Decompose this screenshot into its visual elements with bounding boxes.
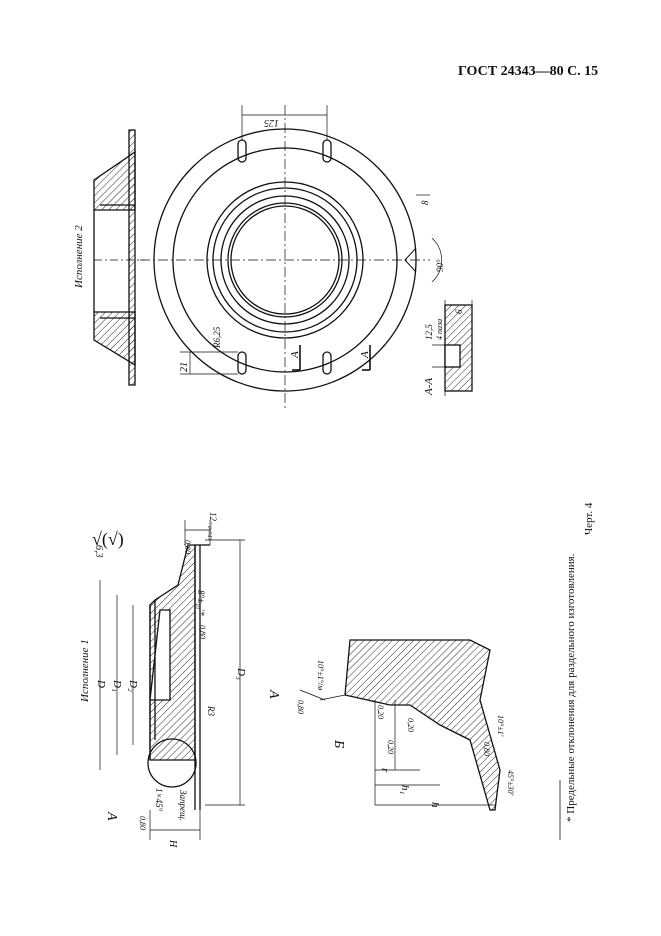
mark-b: Б — [331, 739, 346, 748]
angle-90: 90° — [435, 259, 445, 272]
roughness-080a: 0,80 — [183, 540, 192, 554]
variant1-section — [99, 520, 245, 840]
detail-a — [299, 639, 501, 811]
dim-12: 12₋₀,₀₄₃ — [208, 512, 218, 541]
roughness-080b: 0,80 — [198, 625, 207, 639]
section-a-a-title: A-A — [423, 378, 435, 396]
roughness-080c: 0,80 — [138, 816, 147, 830]
roughness-020c: 0,20 — [386, 740, 395, 754]
roughness-020b: 0,20 — [406, 718, 415, 732]
section-mark-a2: A — [359, 351, 371, 359]
roughness-080d: 0,80 — [296, 700, 305, 714]
angle-45: 45°±30' — [506, 770, 515, 796]
dim-h: h — [429, 802, 441, 808]
dim-21: 21 — [179, 362, 190, 372]
dim-125: 125 — [264, 117, 279, 128]
detail-a-title: A — [266, 689, 281, 699]
dim-h1: h₁ — [399, 785, 411, 795]
dim-8: 8 — [420, 200, 430, 205]
view-a-label: A — [104, 811, 119, 821]
variant2-title: Исполнение 2 — [73, 225, 85, 289]
dim-r: r — [379, 768, 391, 773]
variant1-title: Исполнение 1 — [79, 639, 91, 703]
variant2-profile — [93, 129, 145, 386]
page-header: ГОСТ 24343—80 С. 15 — [458, 64, 599, 79]
footnote: * Предельные отклонения для раздельного … — [565, 553, 577, 822]
radius-r3: R3 — [206, 705, 216, 716]
dim-d: D — [95, 679, 107, 688]
chamfer: 1×45° — [154, 788, 164, 812]
figure-label: Черт. 4 — [583, 502, 595, 535]
variant2-front-view — [140, 105, 442, 410]
radius-r6-25: R6,25 — [212, 326, 222, 349]
roughness-symbol: √(√) — [92, 529, 124, 550]
section-mark-a1: A — [289, 351, 301, 359]
note-zapresh: Запрещ. — [178, 790, 188, 821]
roughness-080e: 0,80 — [482, 742, 491, 756]
roughness-020a: 0,20 — [376, 705, 385, 719]
dim-d3: D₃ — [235, 667, 247, 680]
roughness-main: 6,3 — [93, 545, 104, 558]
angle-10: 10°±1°/м — [316, 660, 325, 690]
dim-h: H — [167, 839, 178, 848]
angle-8: 8°±₁₀'* — [196, 590, 206, 616]
angle-10b: 10°±1' — [496, 715, 505, 737]
dim-6: 6 — [454, 309, 464, 314]
dim-d1: D₁ — [111, 679, 123, 692]
dim-12-5: 12,5 — [424, 324, 434, 340]
section-a-a — [432, 300, 473, 396]
holes-note: 4 паза — [435, 319, 444, 340]
dim-d2: D₂ — [127, 679, 139, 692]
